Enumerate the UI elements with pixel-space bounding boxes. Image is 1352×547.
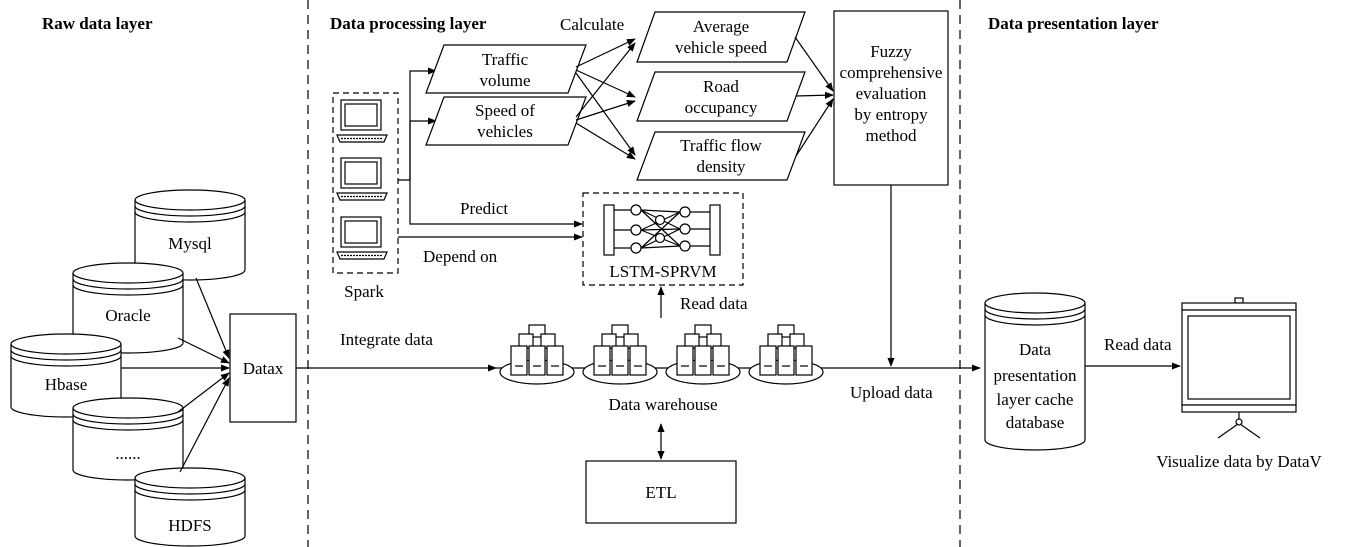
road-occupancy-line1: Road [703,77,739,96]
output-layer-icon [709,204,721,256]
fuzzy-line1: Fuzzy [870,42,912,61]
calc-arrow [575,122,636,160]
raw-layer-title: Raw data layer [42,14,153,33]
flow-density-node: Traffic flow density [636,131,806,181]
more-label: ...... [115,444,141,463]
neural-network-icon [614,204,710,254]
etl-box: ETL [585,460,737,524]
datax-label: Datax [243,359,284,378]
upload-data-label: Upload data [850,383,933,402]
traffic-volume-line2: volume [480,71,531,90]
avg-speed-to-fuzzy-arrow [794,36,834,92]
projection-screen-icon [1181,297,1297,439]
fuzzy-line4: by entropy [854,105,928,124]
warehouse-server-cluster [499,324,575,385]
depend-on-label: Depend on [423,247,498,266]
calculate-label: Calculate [560,15,624,34]
speed-of-vehicles-node: Speed of vehicles [425,96,587,146]
oracle-database-icon: Oracle [72,262,184,354]
spark-cluster: Spark [332,92,399,301]
cache-db-line2: presentation [993,366,1077,385]
computer-icon [336,216,388,260]
input-layer-icon [603,204,615,256]
calc-arrow [575,42,636,118]
avg-speed-line1: Average [693,17,749,36]
hbase-database-icon: Hbase [10,333,122,418]
speed-line1: Speed of [475,101,535,120]
traffic-volume-line1: Traffic [482,50,529,69]
flow-density-line1: Traffic flow [680,136,762,155]
mysql-to-datax-arrow [195,277,230,359]
fuzzy-line3: evaluation [856,84,927,103]
road-occupancy-node: Road occupancy [636,71,806,122]
density-to-fuzzy-arrow [795,98,834,157]
spark-dashed-box [332,92,399,274]
hdfs-database-icon: HDFS [134,467,246,547]
lstm-dashed-box [582,192,744,286]
avg-speed-line2: vehicle speed [675,38,768,57]
integrate-data-label: Integrate data [340,330,433,349]
read-data-pres-label: Read data [1104,335,1172,354]
mysql-database-icon: Mysql [134,189,246,281]
more-to-datax-arrow [177,372,230,413]
calc-arrow [575,38,636,68]
calc-arrow [575,69,636,98]
datav-label: Visualize data by DataV [1156,452,1322,471]
flow-density-line2: density [696,157,746,176]
calc-arrow [575,100,636,121]
average-speed-node: Average vehicle speed [636,11,806,63]
fuzzy-line2: comprehensive [840,63,943,82]
calc-arrow [575,72,636,156]
occupancy-to-fuzzy-arrow [795,91,834,99]
lstm-sprvm-model: LSTM-SPRVM [582,192,744,286]
road-occupancy-line2: occupancy [685,98,758,117]
warehouse-server-cluster [665,324,741,385]
predict-arrow [409,121,583,228]
cache-db-line1: Data [1019,340,1052,359]
etl-label: ETL [645,483,676,502]
cache-db-line3: layer cache [997,390,1074,409]
read-data-label: Read data [680,294,748,313]
computer-icon [336,157,388,201]
processing-layer-title: Data processing layer [330,14,487,33]
data-warehouse-label: Data warehouse [608,395,717,414]
mysql-label: Mysql [168,234,212,253]
more-databases-icon: ...... [72,397,184,481]
hdfs-label: HDFS [168,516,211,535]
cache-db-line4: database [1006,413,1065,432]
fuzzy-line5: method [866,126,917,145]
presentation-layer-title: Data presentation layer [988,14,1159,33]
warehouse-server-cluster [582,324,658,385]
hdfs-to-datax-arrow [179,377,230,473]
cache-database-icon: Data presentation layer cache database [984,292,1086,451]
speed-line2: vehicles [477,122,533,141]
oracle-label: Oracle [105,306,150,325]
predict-label: Predict [460,199,508,218]
lstm-label: LSTM-SPRVM [609,262,716,281]
datax-box: Datax [229,313,297,423]
spark-label: Spark [344,282,384,301]
traffic-volume-node: Traffic volume [425,44,587,94]
hbase-label: Hbase [45,375,87,394]
oracle-to-datax-arrow [177,337,230,364]
fuzzy-evaluation-box: Fuzzy comprehensive evaluation by entrop… [833,10,949,186]
warehouse-server-cluster [748,324,824,385]
computer-icon [336,99,388,143]
